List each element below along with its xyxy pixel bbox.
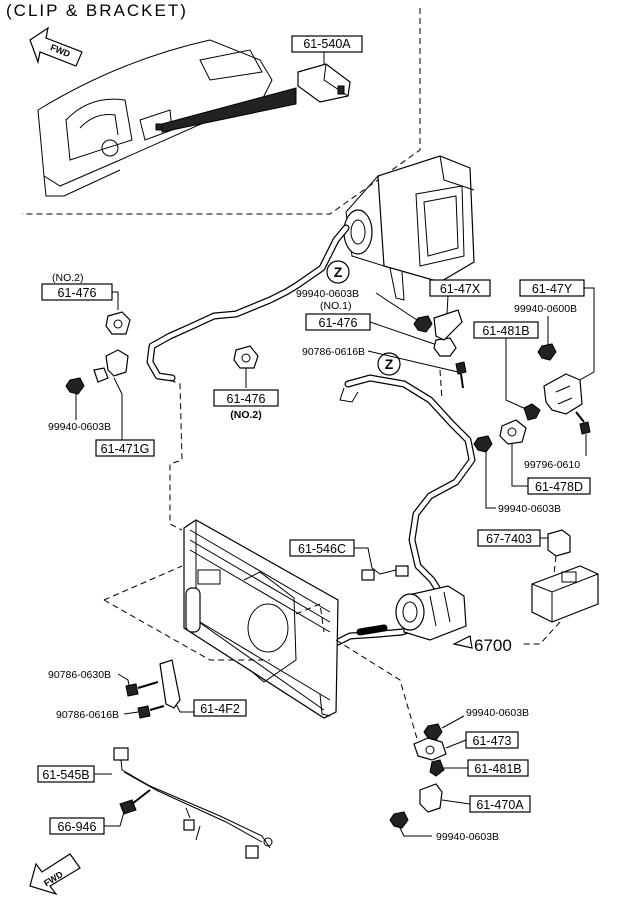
- arrow-6700: [452, 635, 473, 649]
- part-99940-0603B-mid: 99940-0603B: [498, 503, 561, 515]
- label-box-61-476-no2-mid: [213, 389, 279, 407]
- bolt-90786-0616B-bot: [137, 705, 165, 719]
- nut-right-2: [389, 811, 409, 829]
- part-90786-0616B-top: 90786-0616B: [302, 346, 365, 358]
- part-61-481B-bot: 61-481B: [474, 762, 521, 776]
- fwd-arrow-top: FWD: [29, 26, 83, 67]
- part-61-47X: 61-47X: [440, 282, 481, 296]
- part-61-476-no2-mid: 61-476: [227, 392, 266, 406]
- part-61-470A: 61-470A: [476, 798, 524, 812]
- nut-mid: [473, 435, 493, 453]
- harness-61-545B: [113, 747, 273, 859]
- label-box-61-478D: [527, 477, 591, 495]
- part-67-7403: 67-7403: [486, 532, 532, 546]
- part-61-540A: 61-540A: [303, 37, 351, 51]
- fuse-block-6700: [531, 565, 599, 623]
- condenser: [183, 519, 339, 719]
- part-90786-0630B: 90786-0630B: [48, 669, 111, 681]
- leader-dash-4: [295, 603, 325, 633]
- diagram-title: (CLIP & BRACKET): [6, 1, 188, 20]
- part-61-476-no2-top: 61-476: [58, 286, 97, 300]
- svg-text:Z: Z: [385, 356, 394, 372]
- label-box-61-481B-bot: [467, 759, 529, 777]
- clip-61-473: [413, 737, 447, 761]
- leader-dash-1: [103, 565, 183, 601]
- bolt-90786-0616B-top: [455, 361, 467, 389]
- bracket-61-47X: [433, 309, 463, 341]
- part-99940-0603B-r2: 99940-0603B: [436, 831, 499, 843]
- nut-left: [65, 377, 85, 395]
- z-marker-top: Z: [326, 260, 350, 284]
- part-99940-0603B-r1: 99940-0603B: [466, 707, 529, 719]
- part-61-546C: 61-546C: [298, 542, 346, 556]
- no1-label: (NO.1): [320, 300, 352, 312]
- bracket-61-471G: [93, 349, 129, 383]
- part-66-946: 66-946: [58, 820, 97, 834]
- part-61-478D: 61-478D: [535, 480, 583, 494]
- bolt-66-946: [119, 789, 151, 815]
- fwd-arrow-bottom: FWD: [29, 853, 81, 896]
- svg-text:Z: Z: [334, 264, 343, 280]
- harness-61-546C: [361, 565, 409, 581]
- part-61-473: 61-473: [473, 734, 512, 748]
- no2-top: (NO.2): [52, 272, 84, 284]
- leader-dash-3: [169, 379, 183, 531]
- part-61-481B-top: 61-481B: [482, 324, 529, 338]
- clip-61-476-no1: [433, 337, 457, 357]
- no2-mid: (NO.2): [230, 409, 262, 421]
- part-90786-0616B-bot: 90786-0616B: [56, 709, 119, 721]
- part-61-545B: 61-545B: [42, 768, 89, 782]
- part-61-47Y: 61-47Y: [532, 282, 573, 296]
- inset-boundary: [22, 8, 421, 215]
- nut-no1: [413, 315, 433, 333]
- nut-99940-0600B: [537, 343, 557, 361]
- bracket-61-470A: [419, 783, 443, 813]
- switch-61-540A: 61-540A: [291, 35, 363, 103]
- label-box-61-47X: [429, 279, 491, 297]
- part-99796-0610: 99796-0610: [524, 459, 580, 471]
- label-box-61-4F2: [193, 699, 247, 717]
- label-box-61-470A: [469, 795, 531, 813]
- clip-61-476-top: [105, 311, 131, 335]
- label-box-61-473: [465, 731, 519, 749]
- bolt-99796-0610: [575, 411, 591, 435]
- leader-dash-2: [103, 599, 270, 661]
- bolt-90786-0630B: [125, 681, 159, 697]
- part-6700: 6700: [474, 636, 512, 655]
- bracket-61-47Y: [543, 373, 583, 415]
- label-box-61-471G: [95, 439, 155, 457]
- part-99940-0603B-left: 99940-0603B: [48, 421, 111, 433]
- part-61-476-no1: 61-476: [319, 316, 358, 330]
- grommet-61-481B-bot: [429, 759, 445, 777]
- evaporator-unit: [343, 155, 475, 301]
- dashboard-illustration: [37, 39, 297, 197]
- part-61-471G: 61-471G: [101, 442, 150, 456]
- part-61-4F2: 61-4F2: [200, 702, 240, 716]
- relay-67-7403: [547, 529, 571, 557]
- part-99940-0603B-no1: 99940-0603B: [296, 288, 359, 300]
- z-marker-mid: Z: [377, 352, 401, 376]
- grommet-61-481B-top: [523, 403, 541, 421]
- compressor: [395, 585, 467, 641]
- label-box-61-540A: [291, 35, 363, 53]
- part-99940-0600B: 99940-0600B: [514, 303, 577, 315]
- leader-dash-5: [439, 369, 443, 401]
- clip-61-478D: [499, 419, 527, 445]
- nut-right-1: [423, 723, 443, 741]
- clip-61-476-mid: [233, 345, 259, 369]
- bracket-61-4F2: [159, 659, 181, 709]
